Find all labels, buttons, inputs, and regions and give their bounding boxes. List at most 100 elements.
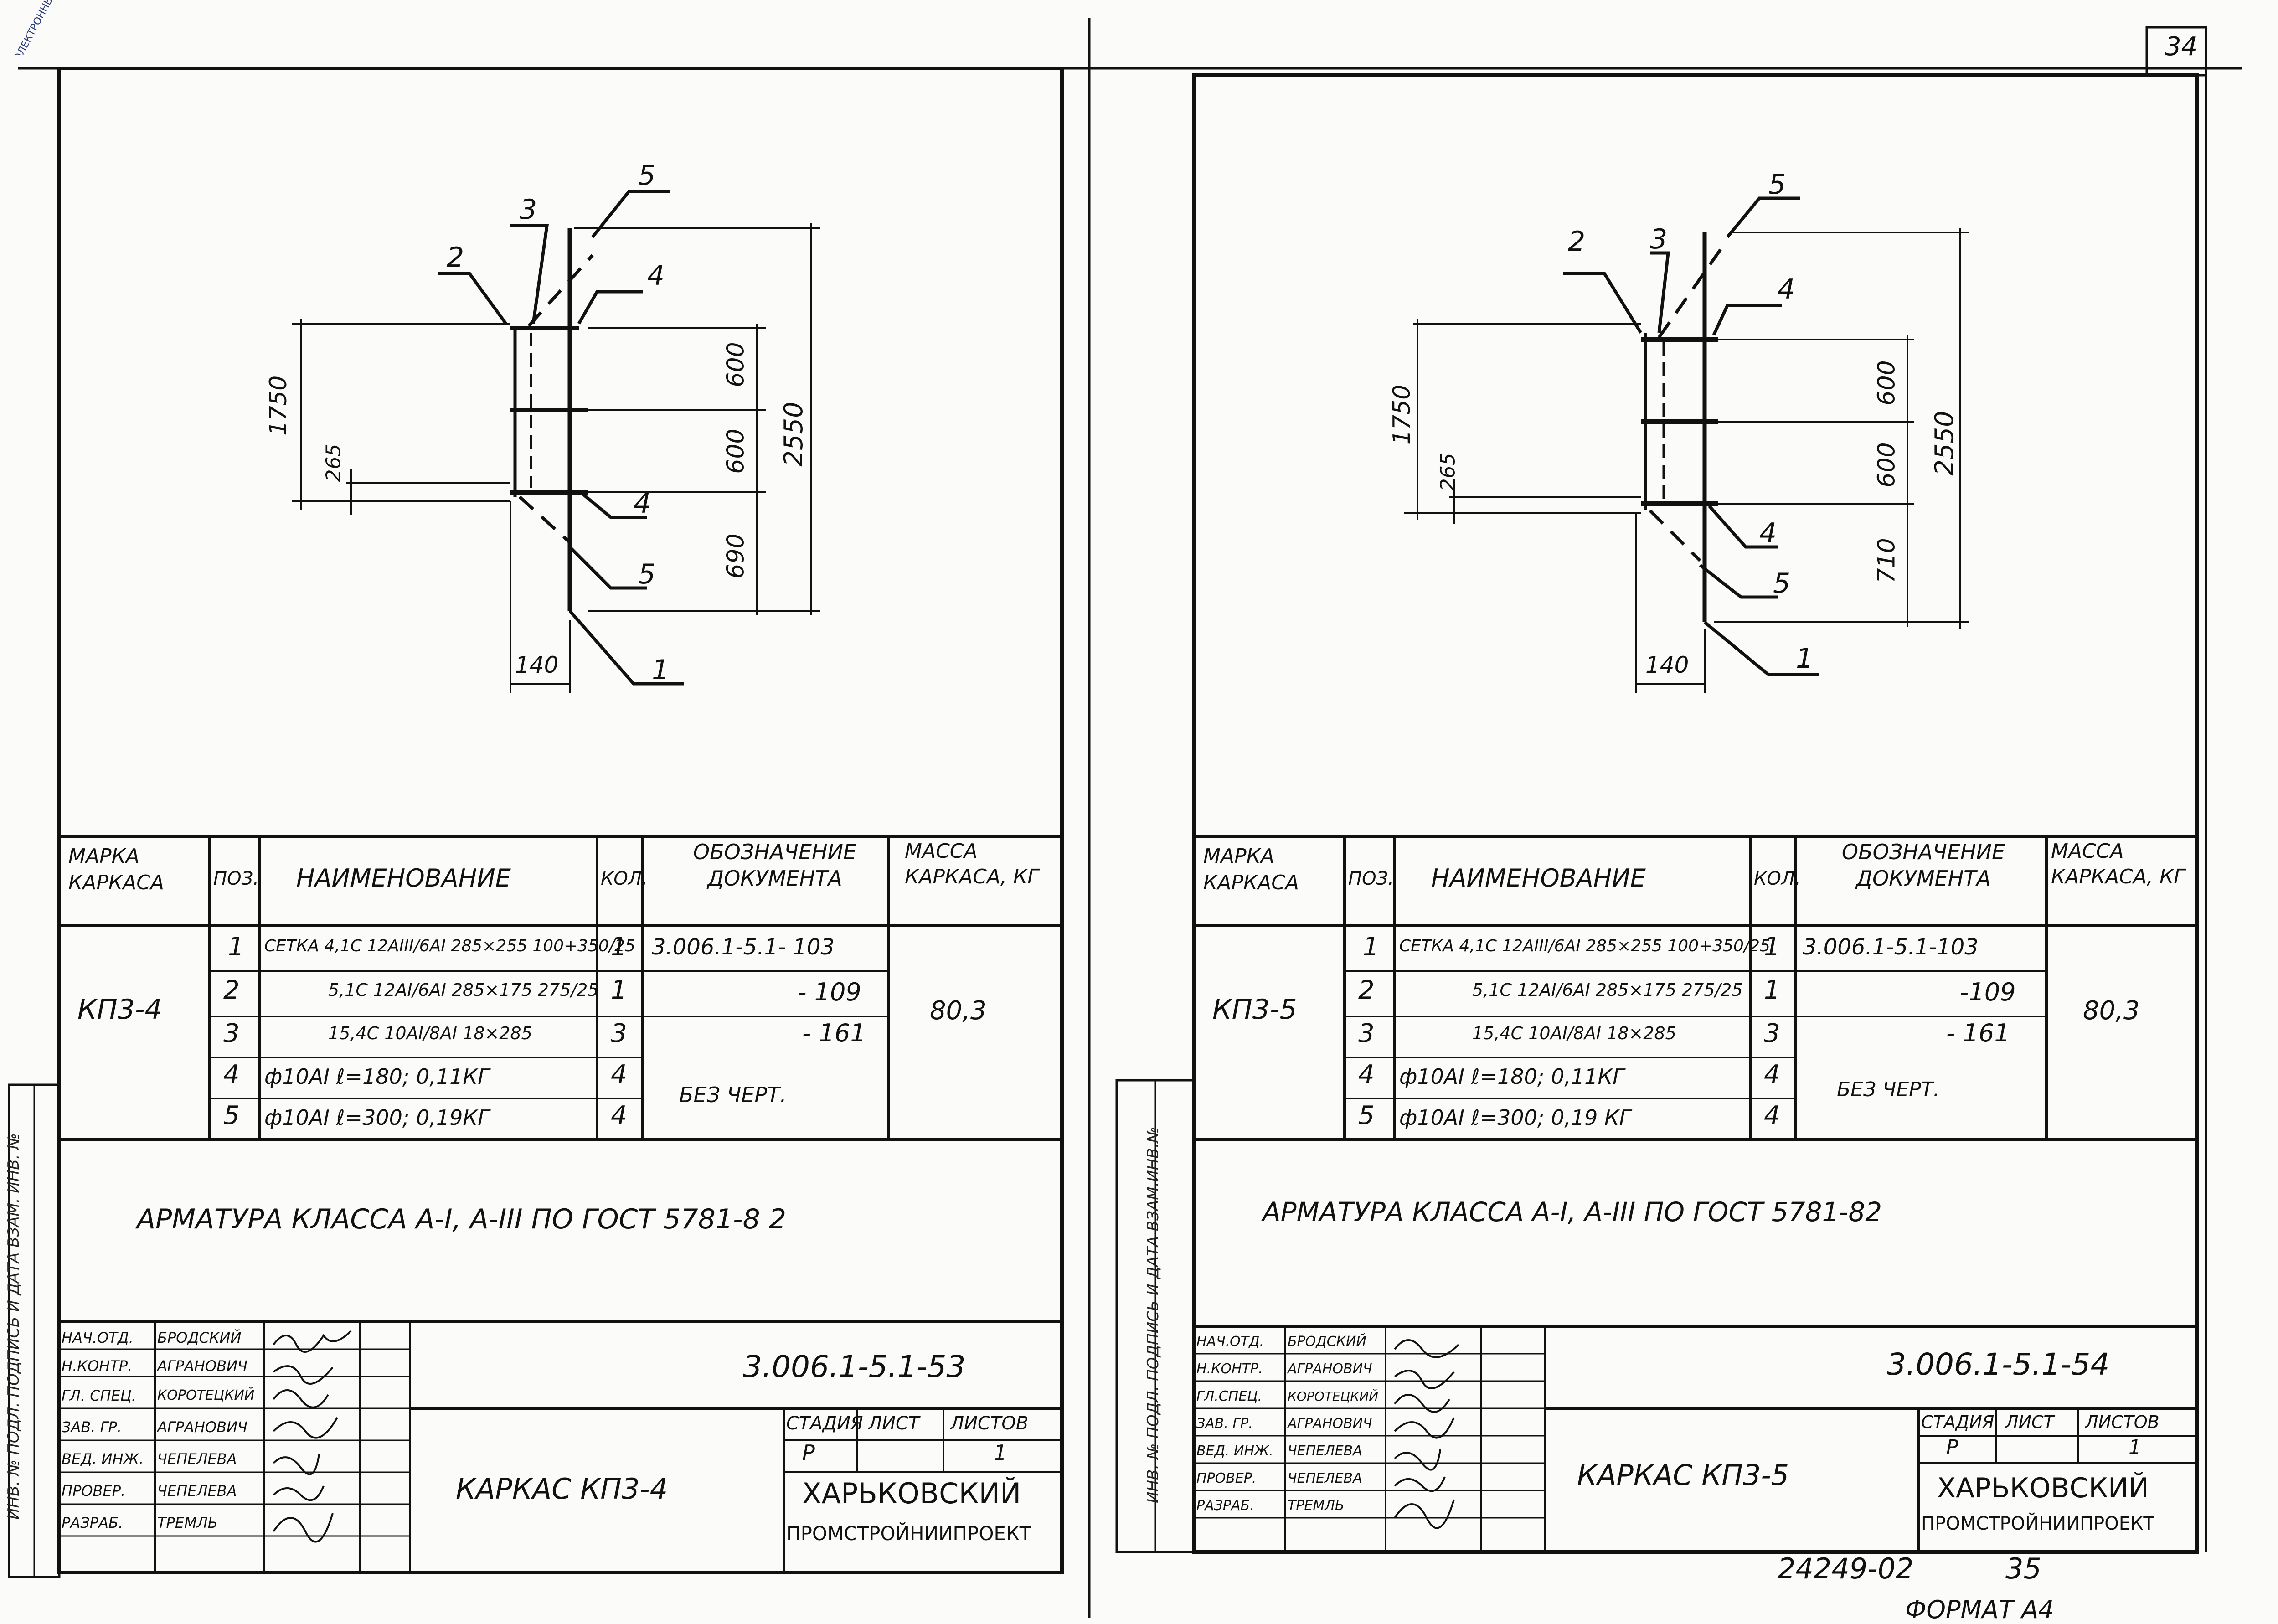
row-1-pos: 1 <box>228 932 244 962</box>
row-3-doc: - 161 <box>1946 1019 2010 1047</box>
role: Н.КОНТР. <box>1196 1361 1263 1377</box>
dim-600-top: 600 <box>1873 360 1901 406</box>
row-5-qty: 4 <box>1764 1101 1780 1130</box>
row-2-doc: - 109 <box>798 978 861 1006</box>
reinforcement-note: АРМАТУРА КЛАССА А-I, А-III ПО ГОСТ 5781-… <box>1263 1196 1882 1227</box>
callout-5-top: 5 <box>638 160 656 191</box>
person-name: АГРАНОВИЧ <box>157 1418 247 1436</box>
row-1-doc: 3.006.1-5.1-103 <box>1803 934 1979 960</box>
side-stamp-left: ИНВ. № ПОДЛ. ПОДПИСЬ И ДАТА ВЗАМ. ИНВ. № <box>5 1133 23 1520</box>
row-4-name: ф10АI ℓ=180; 0,11КГ <box>1399 1064 1624 1089</box>
callout-5-bottom: 5 <box>1773 567 1791 599</box>
role: НАЧ.ОТД. <box>1196 1334 1264 1350</box>
role: ПРОВЕР. <box>1196 1470 1257 1486</box>
stage-value: Р <box>802 1440 815 1465</box>
person-name: АГРАНОВИЧ <box>1288 1416 1372 1432</box>
archive-stamp: ЭЛЕКТРОННЫЙ АРХИВ <box>0 0 64 55</box>
row-5-qty: 4 <box>611 1101 627 1130</box>
callout-1: 1 <box>1796 643 1814 675</box>
doc-note: БЕЗ ЧЕРТ. <box>679 1083 787 1107</box>
role: ЗАВ. ГР. <box>62 1418 122 1436</box>
row-2-name: 5,1С 12АI/6АI 285×175 275/25 <box>1472 980 1743 1000</box>
header-doc: ОБОЗНАЧЕНИЕ ДОКУМЕНТА <box>693 840 857 891</box>
archive-stamp-text: ЭЛЕКТРОННЫЙ АРХИВ <box>12 0 64 55</box>
row-5-name: ф10АI ℓ=300; 0,19 КГ <box>1399 1105 1631 1130</box>
header-mass: МАССА КАРКАСА, КГ <box>905 840 1039 888</box>
paper-format: ФОРМАТ А4 <box>1905 1595 2054 1624</box>
header-name: НАИМЕНОВАНИЕ <box>1431 864 1646 892</box>
row-5-pos: 5 <box>1358 1101 1375 1130</box>
row-2-doc: -109 <box>1960 978 2016 1006</box>
left-drawing <box>292 190 820 693</box>
title-block-names: БРОДСКИЙ АГРАНОВИЧ КОРОТЕЦКИЙ АГРАНОВИЧ … <box>1288 1329 1386 1520</box>
person-name: АГРАНОВИЧ <box>1288 1361 1372 1377</box>
person-name: АГРАНОВИЧ <box>157 1357 247 1375</box>
row-4-pos: 4 <box>223 1060 240 1089</box>
footer-page: 35 <box>2005 1552 2041 1585</box>
side-stamp-right: ИНВ. № ПОДЛ. ПОДПИСЬ И ДАТА ВЗАМ.ИНВ.№ <box>1144 1127 1162 1503</box>
row-1-name: СЕТКА 4,1С 12АIII/6АI 285×255 100+350/25 <box>264 937 635 955</box>
footer-code: 24249-02 <box>1778 1552 1914 1585</box>
sheet-label: ЛИСТ <box>868 1413 920 1434</box>
organization-name: ХАРЬКОВСКИЙ <box>802 1477 1021 1510</box>
header-qty: КОЛ. <box>1754 868 1801 889</box>
role: ПРОВЕР. <box>62 1482 126 1500</box>
person-name: БРОДСКИЙ <box>157 1329 242 1346</box>
row-4-pos: 4 <box>1358 1060 1375 1089</box>
dim-710: 710 <box>1873 538 1901 583</box>
sheet-label: ЛИСТ <box>2005 1412 2054 1432</box>
document-code: 3.006.1-5.1-54 <box>1887 1347 2110 1382</box>
row-3-name: 15,4С 10АI/8АI 18×285 <box>1472 1023 1676 1043</box>
frame-mass: 80,3 <box>930 996 987 1026</box>
callout-2: 2 <box>447 242 464 273</box>
title-block-names: БРОДСКИЙ АГРАНОВИЧ КОРОТЕЦКИЙ АГРАНОВИЧ … <box>157 1324 264 1539</box>
person-name: ЧЕПЕЛЕВА <box>1288 1443 1362 1459</box>
person-name: ЧЕПЕЛЕВА <box>157 1450 237 1468</box>
frame-mass: 80,3 <box>2083 996 2140 1026</box>
row-2-name: 5,1С 12АI/6АI 285×175 275/25 <box>328 980 599 1000</box>
header-mass: МАССА КАРКАСА, КГ <box>2051 840 2185 888</box>
page-number: 34 <box>2165 32 2198 62</box>
role: ГЛ. СПЕЦ. <box>62 1387 136 1404</box>
right-drawing <box>1404 196 1969 693</box>
sheets-label: ЛИСТОВ <box>2085 1412 2159 1432</box>
right-spec-grid <box>1115 835 2197 1553</box>
row-5-name: ф10АI ℓ=300; 0,19КГ <box>264 1105 490 1130</box>
drawing-title: КАРКАС КП3-4 <box>456 1472 668 1505</box>
dim-265: 265 <box>1436 453 1460 491</box>
doc-note: БЕЗ ЧЕРТ. <box>1837 1078 1940 1101</box>
row-3-qty: 3 <box>611 1019 627 1048</box>
title-block-roles: НАЧ.ОТД. Н.КОНТР. ГЛ. СПЕЦ. ЗАВ. ГР. ВЕД… <box>62 1324 155 1539</box>
header-doc: ОБОЗНАЧЕНИЕ ДОКУМЕНТА <box>1841 840 2005 891</box>
role: НАЧ.ОТД. <box>62 1329 134 1346</box>
role: ВЕД. ИНЖ. <box>62 1450 144 1468</box>
callout-4-top: 4 <box>647 260 665 292</box>
person-name: ЧЕПЕЛЕВА <box>157 1482 237 1500</box>
dim-2550: 2550 <box>1929 411 1959 476</box>
stage-value: Р <box>1946 1436 1958 1459</box>
person-name: ТРЕМЛЬ <box>1288 1498 1345 1514</box>
role: ВЕД. ИНЖ. <box>1196 1443 1273 1459</box>
drawing-title: КАРКАС КП3-5 <box>1577 1459 1789 1492</box>
header-name: НАИМЕНОВАНИЕ <box>296 864 511 892</box>
row-4-qty: 4 <box>1764 1060 1780 1089</box>
row-3-name: 15,4С 10АI/8АI 18×285 <box>328 1023 532 1043</box>
role: Н.КОНТР. <box>62 1357 133 1375</box>
callout-4-top: 4 <box>1778 273 1795 305</box>
header-pos: ПОЗ. <box>213 868 259 889</box>
role: ГЛ.СПЕЦ. <box>1196 1388 1263 1404</box>
organization-name-2: ПРОМСТРОЙНИИПРОЕКТ <box>1921 1513 2154 1534</box>
person-name: БРОДСКИЙ <box>1288 1334 1366 1350</box>
row-1-pos: 1 <box>1363 932 1379 962</box>
callout-1: 1 <box>652 654 670 686</box>
dim-600-mid: 600 <box>1873 442 1901 488</box>
header-pos: ПОЗ. <box>1348 868 1394 889</box>
role: РАЗРАБ. <box>62 1514 124 1531</box>
person-name: КОРОТЕЦКИЙ <box>157 1387 255 1403</box>
dim-690: 690 <box>722 533 750 579</box>
dim-600-mid: 600 <box>722 428 750 474</box>
dim-1750: 1750 <box>1388 384 1416 445</box>
callout-5-bottom: 5 <box>638 558 656 590</box>
person-name: ЧЕПЕЛЕВА <box>1288 1470 1362 1486</box>
callout-5-top: 5 <box>1768 169 1786 201</box>
